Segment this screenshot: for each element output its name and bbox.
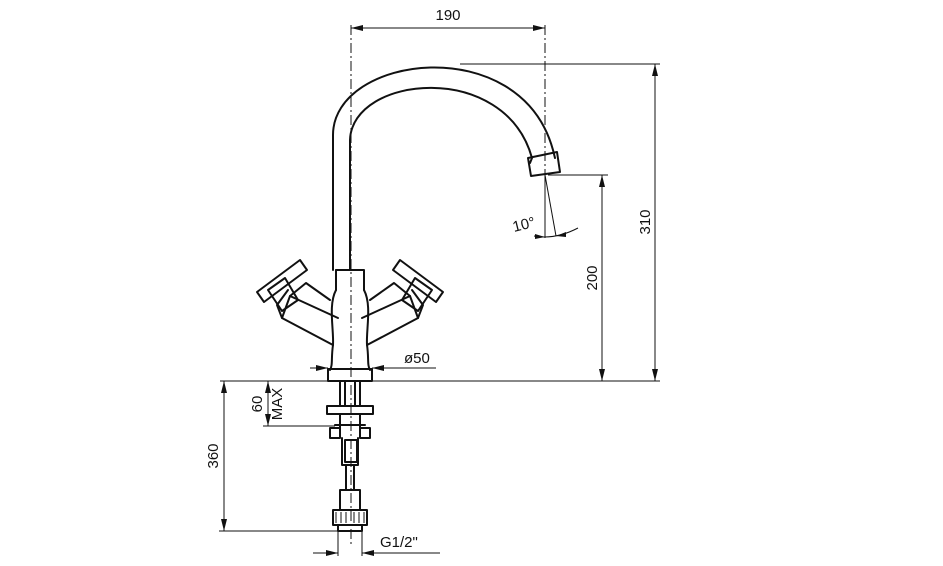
body-column: [329, 269, 371, 371]
dimension-inlet-thread: G1/2": [313, 531, 440, 556]
reach-label: 190: [435, 7, 460, 24]
total-height-label: 310: [637, 209, 654, 234]
under-deck-label: 360: [205, 443, 222, 468]
left-handle: [256, 259, 339, 346]
angle-label: 10°: [511, 214, 537, 236]
dimension-base-diameter: ø50: [310, 350, 436, 371]
base-flange: [327, 368, 373, 382]
dimension-reach: 190: [351, 7, 545, 31]
base-diameter-label: ø50: [404, 350, 430, 367]
dimension-total-height: 310: [460, 63, 660, 381]
outlet-height-label: 200: [584, 265, 601, 290]
spout: [332, 66, 561, 271]
dimension-outlet-height: 200: [548, 174, 608, 381]
dimension-deck-thickness: 60 MAX: [249, 381, 335, 427]
dimension-angle: 10°: [511, 174, 579, 239]
deck-thickness-label: 60: [249, 396, 266, 413]
dimension-under-deck: 360: [205, 381, 338, 532]
right-handle: [361, 259, 444, 346]
mounting-assembly: [326, 380, 374, 439]
inlet-thread-label: G1/2": [380, 534, 418, 551]
deck-thickness-note: MAX: [269, 388, 286, 421]
flexible-hose: [332, 437, 368, 532]
